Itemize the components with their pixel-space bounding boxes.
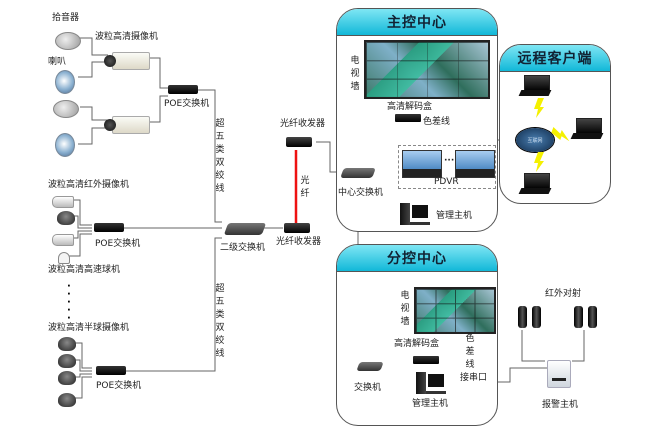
speaker-label: 喇叭 xyxy=(48,57,67,67)
poe-switch-icon xyxy=(168,85,198,94)
ir-beam-sensor-icon xyxy=(532,306,541,328)
main-admin-pc-icon xyxy=(400,203,430,225)
core-switch-icon xyxy=(340,168,376,178)
wireless-bolt-icon xyxy=(534,98,544,118)
ir-beam-sensor-icon xyxy=(518,306,527,328)
half-dome-camera-icon xyxy=(58,354,76,368)
poe-switch-1-label: POE交换机 xyxy=(164,99,210,109)
speaker-icon xyxy=(55,70,75,94)
wire-speaker2-camera2 xyxy=(78,127,108,145)
color-diff-branch-label: 色差线 xyxy=(465,334,475,370)
poe-switch-3-label: POE交换机 xyxy=(96,381,142,391)
laptop-icon xyxy=(518,75,552,97)
laptop-icon xyxy=(570,118,604,140)
laptop-icon xyxy=(518,173,552,195)
pdvr-group xyxy=(398,145,496,189)
hd-camera-icon xyxy=(104,116,150,134)
main-decoder-icon xyxy=(395,114,421,122)
branch-switch-label: 交换机 xyxy=(354,383,382,393)
serial-port-label: 接串口 xyxy=(460,373,488,383)
ir-camera-label: 波粒高清红外摄像机 xyxy=(48,180,130,190)
color-diff-main-label: 色差线 xyxy=(423,117,451,127)
wire-poe1-secondary-switch xyxy=(198,89,222,223)
main-tv-wall-icon xyxy=(364,40,490,99)
poe-switch-icon xyxy=(96,366,126,375)
wireless-bolt-icon xyxy=(534,152,544,172)
core-switch-label: 中心交换机 xyxy=(338,188,384,198)
pdvr-ellipsis: ······ xyxy=(444,157,465,166)
hd-camera-label: 波粒高清摄像机 xyxy=(95,32,159,42)
hd-camera-icon xyxy=(104,52,150,70)
internet-cloud-icon: 互联网 xyxy=(516,128,554,152)
branch-admin-pc-label: 管理主机 xyxy=(412,399,449,409)
branch-decoder-icon xyxy=(413,356,439,364)
half-dome-label: 波粒高清半球摄像机 xyxy=(48,323,130,333)
ir-camera-icon xyxy=(52,234,74,246)
more-devices-ellipsis: ····· xyxy=(67,281,71,324)
microphone-icon xyxy=(53,100,79,118)
ir-beam-sensor-icon xyxy=(574,306,583,328)
ir-beam-sensor-icon xyxy=(588,306,597,328)
half-dome-camera-icon xyxy=(58,371,76,385)
branch-tv-wall-icon xyxy=(414,287,496,334)
speed-dome-icon xyxy=(58,252,70,264)
branch-decoder-label: 高清解码盒 xyxy=(394,339,440,349)
branch-switch-icon xyxy=(356,362,384,371)
microphone-icon xyxy=(55,32,81,50)
pdvr-label: PDVR xyxy=(434,177,459,187)
branch-admin-pc-icon xyxy=(416,372,446,394)
branch-control-center-panel: 分控中心 xyxy=(336,244,498,426)
wire-mic1-camera1 xyxy=(80,37,108,56)
main-tv-wall-label: 电视墙 xyxy=(350,56,360,92)
main-decoder-label: 高清解码盒 xyxy=(387,102,433,112)
wire-camera2-poe1 xyxy=(148,95,168,123)
half-dome-camera-icon xyxy=(58,393,76,407)
alarm-host-label: 报警主机 xyxy=(542,400,579,410)
half-dome-camera-icon xyxy=(58,337,76,351)
cat5e-lower-label: 超五类双绞线 xyxy=(215,284,225,359)
poe-switch-2-label: POE交换机 xyxy=(95,239,141,249)
main-admin-pc-label: 管理主机 xyxy=(436,211,473,221)
pdvr-server-icon xyxy=(402,150,442,178)
wire-mic2-camera2 xyxy=(80,106,108,121)
wire-camera1-poe1 xyxy=(148,57,168,89)
poe-switch-icon xyxy=(94,223,124,232)
wire-poe3-secondary-switch xyxy=(124,237,222,372)
branch-control-title: 分控中心 xyxy=(337,245,497,272)
speaker-icon xyxy=(55,133,75,157)
cat5e-upper-label: 超五类双绞线 xyxy=(215,119,225,194)
wire-fiber-core-switch xyxy=(316,141,340,173)
remote-clients-title: 远程客户端 xyxy=(500,45,610,72)
fiber-transceiver-bottom-label: 光纤收发器 xyxy=(276,237,322,247)
secondary-switch-icon xyxy=(223,223,267,235)
ir-dome-camera-icon xyxy=(57,211,75,225)
pdvr-server-icon xyxy=(455,150,495,178)
fiber-label: 光纤 xyxy=(300,176,310,199)
branch-tv-wall-label: 电视墙 xyxy=(400,291,410,327)
main-control-title: 主控中心 xyxy=(337,9,497,36)
fiber-transceiver-icon xyxy=(286,137,312,147)
speed-dome-label: 波粒高清高速球机 xyxy=(48,265,121,275)
ir-camera-icon xyxy=(52,196,74,208)
ir-beam-label: 红外对射 xyxy=(545,289,582,299)
mic-label: 拾音器 xyxy=(52,13,80,23)
wire-speaker1-camera1 xyxy=(78,61,108,78)
fiber-transceiver-top-label: 光纤收发器 xyxy=(280,119,326,129)
secondary-switch-label: 二级交换机 xyxy=(220,243,266,253)
fiber-transceiver-icon xyxy=(284,223,310,233)
alarm-host-icon xyxy=(547,360,571,388)
